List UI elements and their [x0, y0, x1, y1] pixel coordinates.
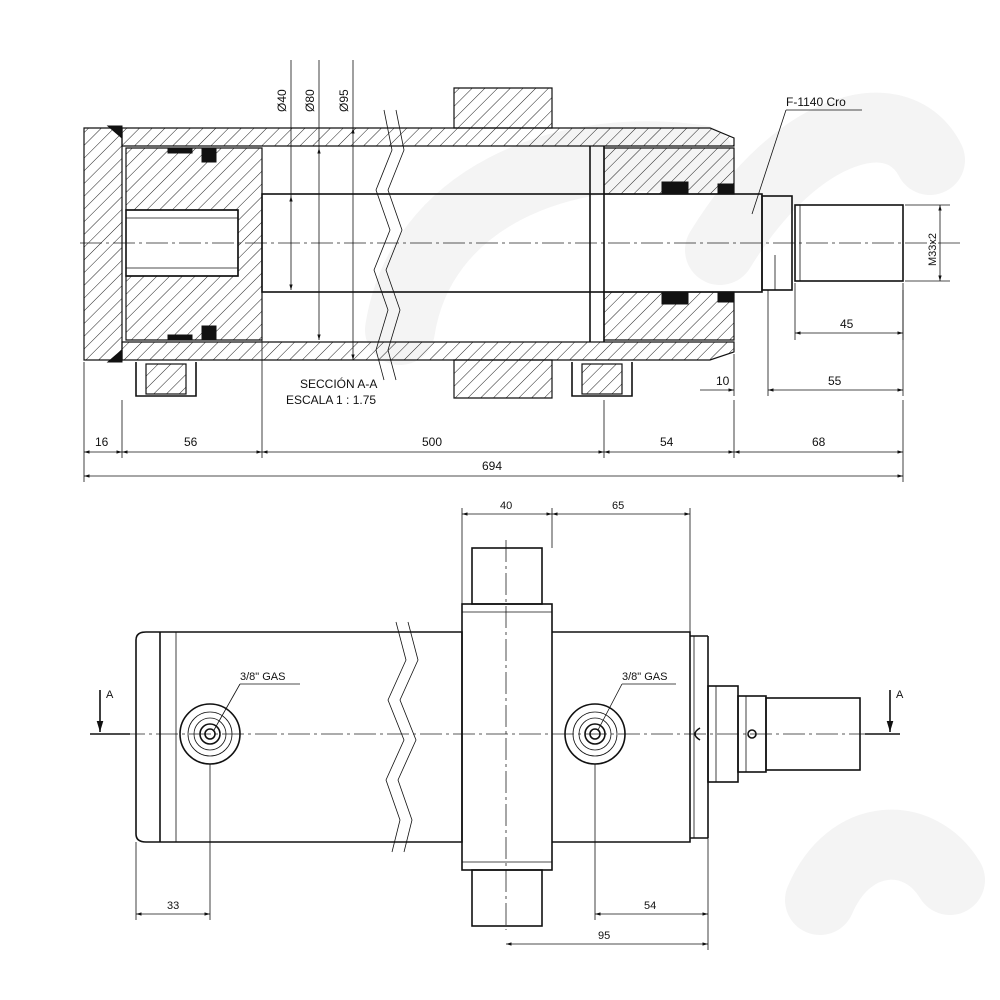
trunnion-pin-top [471, 547, 543, 605]
dim-55: 55 [828, 374, 842, 388]
thread-label: M33x2 [927, 233, 939, 266]
barrel-wall-top [121, 127, 735, 147]
dim-54-section: 54 [660, 435, 674, 449]
section-scale: ESCALA 1 : 1.75 [286, 393, 376, 407]
port-left-label: 3/8" GAS [240, 671, 285, 683]
trunnion-body [461, 603, 553, 871]
dim-56: 56 [184, 435, 198, 449]
dia-40-label: Ø40 [275, 89, 289, 112]
end-cap [83, 127, 123, 361]
trunnion-pin-bottom [471, 869, 543, 927]
port-right-label: 3/8" GAS [622, 671, 667, 683]
piston-bore [125, 209, 239, 277]
dim-68: 68 [812, 435, 826, 449]
section-title: SECCIÓN A-A [300, 376, 377, 391]
dim-500: 500 [422, 435, 442, 449]
rod-thread [794, 204, 904, 282]
dim-16: 16 [95, 435, 109, 449]
svg-text:A: A [896, 689, 904, 701]
top-view: 3/8" GAS 3/8" GAS A A 40 65 33 [90, 500, 904, 950]
dim-33: 33 [167, 900, 179, 912]
svg-text:A: A [106, 689, 114, 701]
dim-54-top: 54 [644, 900, 656, 912]
port-rear [135, 362, 197, 397]
dia-95-label: Ø95 [337, 89, 351, 112]
rod-end-thread [765, 697, 861, 771]
dim-45: 45 [840, 317, 854, 331]
dim-65: 65 [612, 500, 624, 512]
barrel-body [135, 631, 463, 843]
trunnion-top [453, 87, 553, 129]
dim-95: 95 [598, 930, 610, 942]
piston [125, 147, 263, 341]
dim-10: 10 [716, 374, 730, 388]
trunnion-bottom [453, 359, 553, 399]
dim-40: 40 [500, 500, 512, 512]
section-view: Ø40 Ø80 Ø95 F-1140 Cro M33x2 45 10 55 SE… [80, 60, 960, 482]
barrel-wall-bottom [121, 341, 735, 361]
break-line [373, 109, 393, 381]
port-front [571, 362, 633, 397]
dim-694: 694 [482, 459, 502, 473]
part-label: F-1140 Cro [786, 95, 846, 109]
dia-80-label: Ø80 [303, 89, 317, 112]
